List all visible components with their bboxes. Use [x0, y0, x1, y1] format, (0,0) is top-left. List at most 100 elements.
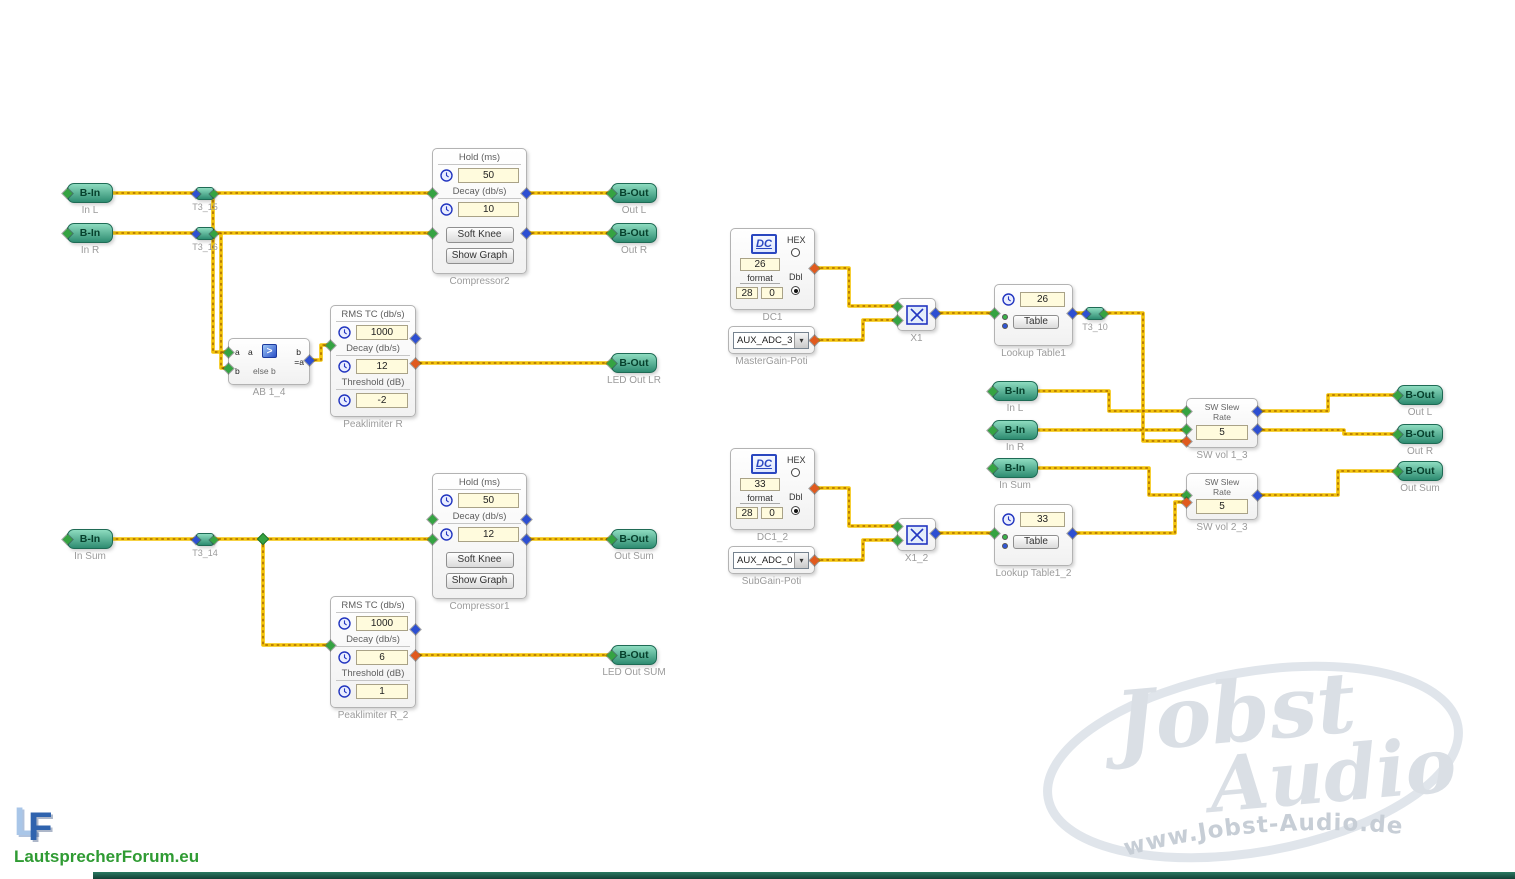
- sw-vol2-block[interactable]: SW Slew Rate 5 SW vol 2_3: [1181, 473, 1263, 533]
- soft-knee-button[interactable]: Soft Knee: [445, 227, 514, 243]
- control-pin-icon[interactable]: [809, 263, 820, 274]
- input-pin-icon[interactable]: [427, 228, 438, 239]
- port-b-in-in-sum[interactable]: B-In In Sum: [62, 529, 113, 562]
- input-pin-icon[interactable]: [892, 521, 903, 532]
- show-graph-button[interactable]: Show Graph: [445, 248, 514, 264]
- hold-ms-field[interactable]: 50: [458, 493, 519, 508]
- peaklimiter-r-block[interactable]: RMS TC (db/s) 1000 Decay (db/s) 12 Thres…: [325, 305, 421, 430]
- input-pin-icon[interactable]: [606, 188, 617, 199]
- mastergain-poti-block[interactable]: AUX_ADC_3 MasterGain-Poti: [728, 326, 820, 367]
- port-b-in-in-r-2[interactable]: B-In In R: [987, 420, 1038, 453]
- lookup-table1-2-block[interactable]: 33 Table Lookup Table1_2: [989, 504, 1078, 579]
- port-b-out-out-l-2[interactable]: B-Out Out L: [1392, 385, 1443, 418]
- input-pin-icon[interactable]: [1392, 429, 1403, 440]
- output-pin-icon[interactable]: [410, 333, 421, 344]
- input-pin-icon[interactable]: [62, 188, 73, 199]
- port-b-in-in-l-2[interactable]: B-In In L: [987, 381, 1038, 414]
- t-node-t3-16[interactable]: T3_16: [191, 227, 219, 252]
- input-pin-icon[interactable]: [325, 340, 336, 351]
- rms-tc-field[interactable]: 1000: [356, 325, 408, 340]
- compressor1-block[interactable]: Hold (ms) 50 Decay (db/s) 12 Soft Knee S…: [427, 473, 532, 612]
- input-pin-icon[interactable]: [427, 188, 438, 199]
- input-pin-icon[interactable]: [1392, 390, 1403, 401]
- output-pin-icon[interactable]: [304, 355, 315, 366]
- sw-vol1-block[interactable]: SW Slew Rate 5 SW vol 1_3: [1181, 398, 1263, 461]
- port-b-out-out-sum[interactable]: B-Out Out Sum: [606, 529, 657, 562]
- control-pin-icon[interactable]: [809, 335, 820, 346]
- decay-field[interactable]: 12: [458, 527, 519, 542]
- dbl-radio[interactable]: [791, 506, 800, 515]
- output-pin-icon[interactable]: [521, 228, 532, 239]
- input-pin-icon[interactable]: [606, 228, 617, 239]
- dc-value-field[interactable]: 26: [740, 258, 780, 271]
- output-pin-icon[interactable]: [191, 229, 201, 239]
- port-b-out-led-out-lr[interactable]: B-Out LED Out LR: [606, 353, 661, 386]
- input-pin-icon[interactable]: [209, 189, 219, 199]
- output-pin-icon[interactable]: [1252, 424, 1263, 435]
- output-pin-icon[interactable]: [1081, 309, 1091, 319]
- input-pin-icon[interactable]: [223, 347, 234, 358]
- ab-switch-block[interactable]: a a b b else b =a AB 1_4: [223, 338, 315, 398]
- input-pin-icon[interactable]: [209, 535, 219, 545]
- format-b-field[interactable]: 0: [761, 287, 783, 299]
- port-b-in-in-l[interactable]: B-In In L: [62, 183, 113, 216]
- output-pin-icon[interactable]: [410, 624, 421, 635]
- decay-field[interactable]: 10: [458, 202, 519, 217]
- t-node-t3-10[interactable]: T3_10: [1081, 307, 1109, 332]
- input-pin-icon[interactable]: [892, 301, 903, 312]
- show-graph-button[interactable]: Show Graph: [445, 573, 514, 589]
- subgain-poti-block[interactable]: AUX_ADC_0 SubGain-Poti: [728, 546, 820, 587]
- dbl-radio[interactable]: [791, 286, 800, 295]
- input-pin-icon[interactable]: [892, 315, 903, 326]
- input-pin-icon[interactable]: [62, 228, 73, 239]
- input-pin-icon[interactable]: [892, 535, 903, 546]
- x1-multiplier-block[interactable]: X1: [892, 298, 941, 344]
- port-b-out-out-sum-2[interactable]: B-Out Out Sum: [1392, 461, 1443, 494]
- port-b-out-out-l[interactable]: B-Out Out L: [606, 183, 657, 216]
- adc-source-select[interactable]: AUX_ADC_3: [733, 332, 809, 349]
- threshold-field[interactable]: -2: [356, 393, 408, 408]
- adc-source-select[interactable]: AUX_ADC_0: [733, 552, 809, 569]
- hex-radio[interactable]: [791, 468, 800, 477]
- format-a-field[interactable]: 28: [736, 507, 758, 519]
- port-b-in-in-sum-2[interactable]: B-In In Sum: [987, 458, 1038, 491]
- input-pin-icon[interactable]: [987, 425, 998, 436]
- input-pin-icon[interactable]: [606, 650, 617, 661]
- output-pin-icon[interactable]: [521, 534, 532, 545]
- dc1-block[interactable]: DC HEX 26 format Dbl 28 0 DC1: [730, 228, 820, 323]
- slew-rate-field[interactable]: 5: [1196, 425, 1248, 440]
- table-button[interactable]: Table: [1013, 314, 1059, 329]
- output-pin-icon[interactable]: [521, 514, 532, 525]
- port-b-out-out-r[interactable]: B-Out Out R: [606, 223, 657, 256]
- control-pin-icon[interactable]: [1181, 436, 1192, 447]
- input-pin-icon[interactable]: [1181, 424, 1192, 435]
- slew-rate-field[interactable]: 5: [1196, 499, 1248, 514]
- input-pin-icon[interactable]: [427, 514, 438, 525]
- lookup-table1-block[interactable]: 26 Table Lookup Table1: [989, 284, 1078, 359]
- input-pin-icon[interactable]: [606, 358, 617, 369]
- t-node-t3-15[interactable]: T3_15: [191, 187, 219, 212]
- table-button[interactable]: Table: [1013, 534, 1059, 549]
- lookup-value-field[interactable]: 33: [1020, 512, 1065, 527]
- dc-value-field[interactable]: 33: [740, 478, 780, 491]
- t-node-t3-14[interactable]: T3_14: [191, 533, 219, 558]
- soft-knee-button[interactable]: Soft Knee: [445, 552, 514, 568]
- output-pin-icon[interactable]: [191, 189, 201, 199]
- input-pin-icon[interactable]: [987, 386, 998, 397]
- dc1-2-block[interactable]: DC HEX 33 format Dbl 28 0 DC1_2: [730, 448, 820, 543]
- input-pin-icon[interactable]: [1392, 466, 1403, 477]
- hex-radio[interactable]: [791, 248, 800, 257]
- port-b-out-led-out-sum[interactable]: B-Out LED Out SUM: [602, 645, 666, 678]
- input-pin-icon[interactable]: [223, 363, 234, 374]
- input-pin-icon[interactable]: [1099, 309, 1109, 319]
- control-pin-icon[interactable]: [1181, 497, 1192, 508]
- peaklimiter-r2-block[interactable]: RMS TC (db/s) 1000 Decay (db/s) 6 Thresh…: [325, 596, 421, 721]
- output-pin-icon[interactable]: [930, 528, 941, 539]
- decay-field[interactable]: 6: [356, 650, 408, 665]
- input-pin-icon[interactable]: [606, 534, 617, 545]
- x1-2-multiplier-block[interactable]: X1_2: [892, 518, 941, 564]
- decay-field[interactable]: 12: [356, 359, 408, 374]
- output-pin-icon[interactable]: [521, 188, 532, 199]
- port-b-out-out-r-2[interactable]: B-Out Out R: [1392, 424, 1443, 457]
- input-pin-icon[interactable]: [209, 229, 219, 239]
